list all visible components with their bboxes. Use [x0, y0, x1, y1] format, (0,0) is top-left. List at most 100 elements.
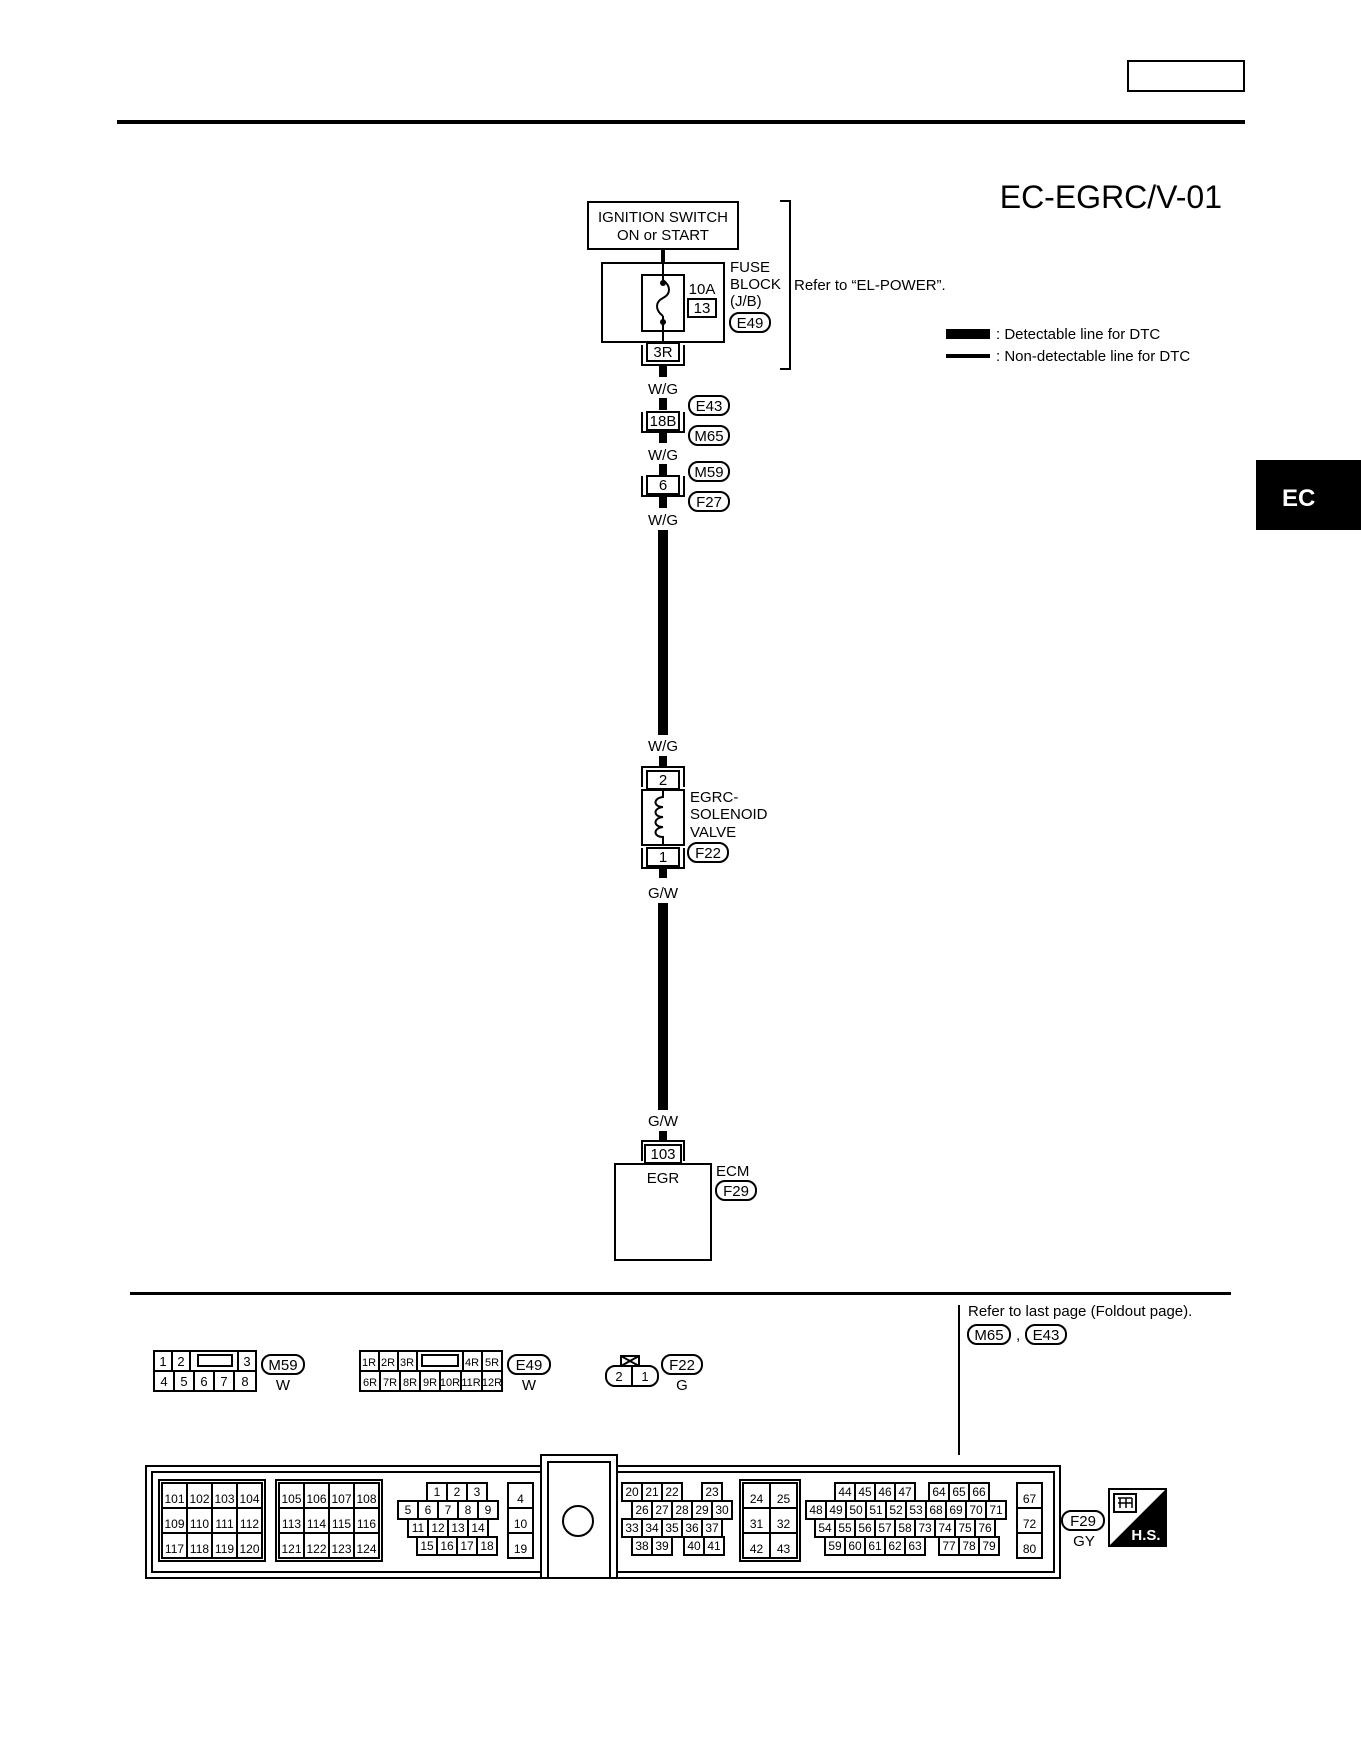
f29-pin-number: 42	[750, 1542, 764, 1556]
legend-non-detectable: : Non-detectable line for DTC	[996, 348, 1190, 365]
section-tab-label: EC	[1282, 485, 1315, 512]
section-tab[interactable]	[1256, 460, 1361, 530]
f29-badge[interactable]	[1061, 1510, 1105, 1531]
f29-pin-number: 2	[454, 1485, 461, 1499]
header-rule	[117, 120, 1245, 124]
f29-pin-number: 115	[332, 1517, 351, 1531]
ecm-connector-badge[interactable]	[715, 1180, 757, 1201]
e49-color: W	[522, 1377, 537, 1394]
f29-pin-number: 4	[517, 1492, 524, 1506]
f29-pin-cell	[353, 1482, 380, 1509]
ecm-signal: EGR	[647, 1170, 680, 1187]
junction1-terminal: 18B	[650, 413, 677, 430]
svg-text:7: 7	[220, 1374, 227, 1389]
ecm-terminal: 103	[650, 1146, 675, 1163]
f29-pin-number: 75	[958, 1521, 972, 1535]
f29-pin-group	[158, 1479, 266, 1562]
f29-pin-number: 18	[480, 1539, 494, 1553]
f29-pin-number: 78	[962, 1539, 976, 1553]
solenoid-connector-badge[interactable]	[687, 842, 729, 863]
f29-pin-number: 5	[405, 1503, 412, 1517]
fuse-terminal: 3R	[653, 344, 672, 361]
f29-pin-number: 104	[239, 1492, 259, 1506]
f29-pin-number: 16	[440, 1539, 454, 1553]
f29-pin-number: 117	[165, 1542, 184, 1556]
fuse-block-label-2: BLOCK	[730, 276, 781, 293]
f29-pin-number: 71	[989, 1503, 1003, 1517]
f29-pin-number: 32	[777, 1517, 791, 1531]
f29-pin-cell	[769, 1507, 798, 1534]
f29-pin-number: 116	[357, 1517, 376, 1531]
solenoid-pin-top: 2	[659, 772, 667, 789]
f29-pin-cell	[703, 1536, 725, 1556]
f29-pin-number: 120	[239, 1542, 259, 1556]
f29-pin-number: 41	[707, 1539, 721, 1553]
f29-pin-number: 1	[434, 1485, 441, 1499]
svg-text:8: 8	[241, 1374, 248, 1389]
f29-pin-cell	[278, 1532, 305, 1559]
refer-connector-1[interactable]	[967, 1324, 1011, 1345]
f29-pin-number: 114	[307, 1517, 326, 1531]
junction1-conn-top: E43	[696, 398, 723, 415]
f29-pin-number: 56	[858, 1521, 872, 1535]
m59-badge[interactable]	[261, 1354, 305, 1375]
f29-pin-number: 9	[485, 1503, 492, 1517]
ignition-switch-state: ON or START	[617, 227, 709, 244]
wire-color-5: G/W	[648, 885, 679, 902]
f29-pin-number: 21	[645, 1485, 659, 1499]
junction1-connector-bottom[interactable]	[688, 425, 730, 446]
f29-pin-number: 7	[445, 1503, 452, 1517]
svg-text:12R: 12R	[482, 1377, 502, 1389]
f29-pin-cell	[303, 1532, 330, 1559]
f29-pin-number: 59	[828, 1539, 842, 1553]
fuse-refer-note[interactable]: Refer to “EL-POWER”.	[794, 277, 946, 294]
f29-pin-cell	[186, 1532, 213, 1559]
e49-badge[interactable]	[507, 1354, 551, 1375]
f29-pin-number: 50	[849, 1503, 863, 1517]
f29-pin-number: 19	[514, 1542, 528, 1556]
junction2-connector-bottom[interactable]	[688, 491, 730, 512]
f29-pin-group	[739, 1479, 801, 1562]
f29-pin-number: 43	[777, 1542, 791, 1556]
f29-pin-number: 48	[809, 1503, 823, 1517]
f22-color: G	[676, 1377, 688, 1394]
f29-pin-cell	[742, 1532, 771, 1559]
f29-pin-number: 23	[705, 1485, 719, 1499]
f29-pin-number: 34	[645, 1521, 659, 1535]
f29-pin-cell	[978, 1536, 1000, 1556]
f29-pin-number: 14	[471, 1521, 485, 1535]
f29-pin-number: 37	[705, 1521, 719, 1535]
f29-pin-number: 77	[942, 1539, 956, 1553]
f29-pin-number: 110	[190, 1517, 209, 1531]
fuse-connector-badge[interactable]	[729, 312, 771, 333]
f29-pin-cell	[236, 1532, 263, 1559]
harness-side-icon	[1108, 1488, 1167, 1547]
f29-pin-cell	[161, 1482, 188, 1509]
f29-pin-number: 24	[750, 1492, 764, 1506]
f29-pin-number: 79	[982, 1539, 996, 1553]
f29-pin-number: 35	[665, 1521, 679, 1535]
f29-pin-number: 10	[514, 1517, 528, 1531]
f29-pin-number: 118	[190, 1542, 209, 1556]
svg-text:3R: 3R	[400, 1357, 414, 1369]
solenoid-label-3: VALVE	[690, 824, 736, 841]
f29-pin-number: 29	[695, 1503, 709, 1517]
f29-pin-number: 49	[829, 1503, 843, 1517]
f29-pin-number: 12	[431, 1521, 445, 1535]
m59-connector-face: 1 2 3 4 5 6 7 8	[153, 1350, 257, 1392]
f29-pin-number: 13	[451, 1521, 465, 1535]
f29-pin-number: 17	[460, 1539, 474, 1553]
svg-text:3: 3	[243, 1354, 250, 1369]
f29-pin-number: 106	[306, 1492, 326, 1506]
junction2-connector-top[interactable]	[688, 461, 730, 482]
f29-pin-number: 70	[969, 1503, 983, 1517]
f29-pin-group	[275, 1479, 383, 1562]
f22-badge[interactable]	[661, 1354, 703, 1375]
svg-text:7R: 7R	[383, 1377, 397, 1389]
junction1-connector-top[interactable]	[688, 395, 730, 416]
svg-text:5R: 5R	[485, 1357, 499, 1369]
f29-pin-number: 112	[240, 1517, 259, 1531]
f29-pin-number: 121	[281, 1542, 301, 1556]
refer-connector-2[interactable]	[1025, 1324, 1067, 1345]
